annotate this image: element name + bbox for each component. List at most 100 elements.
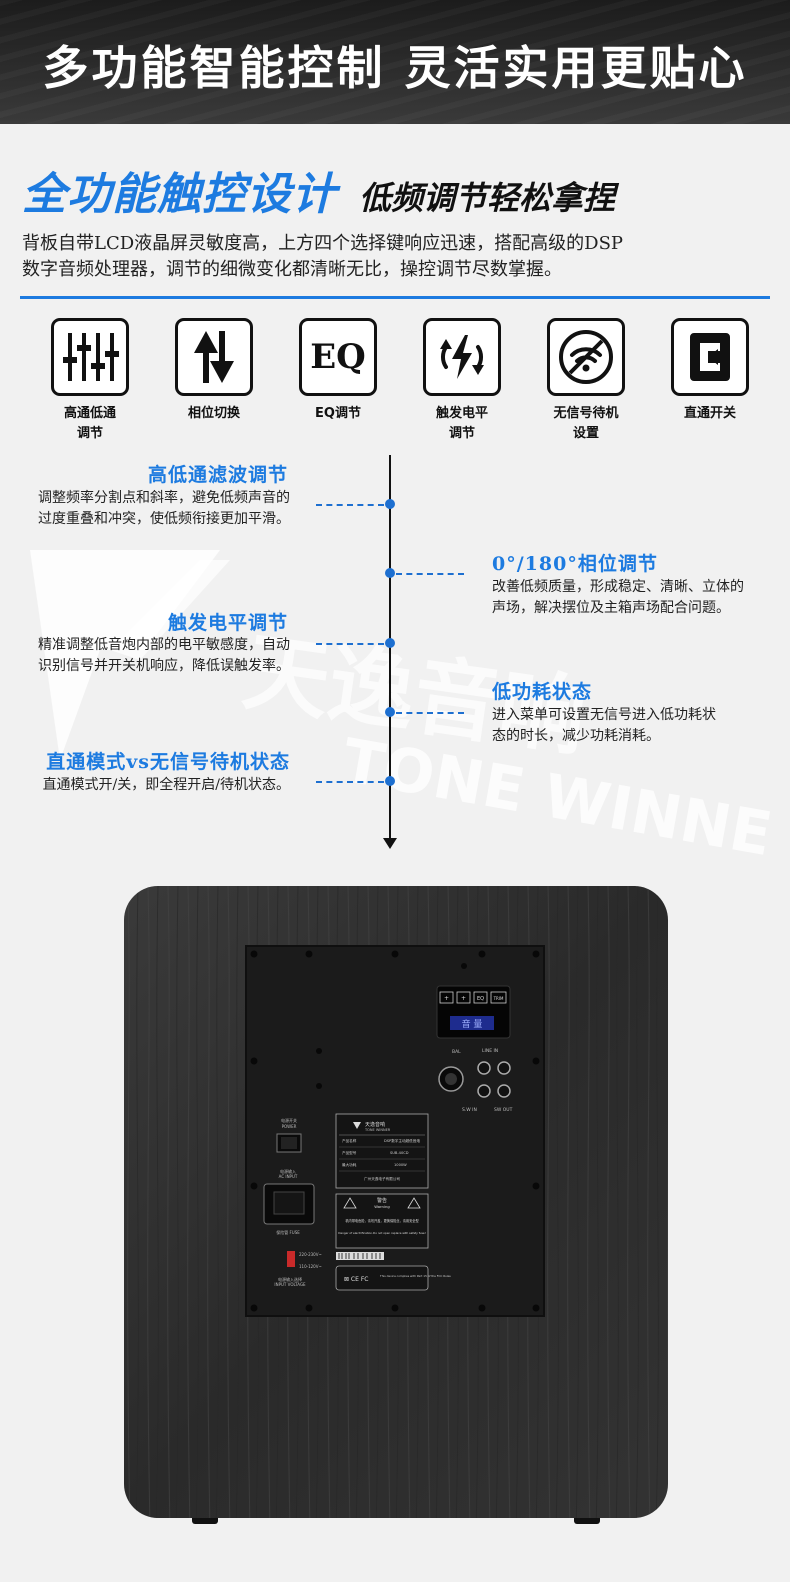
brand-logo-icon xyxy=(353,1122,361,1129)
spec-label xyxy=(335,1113,429,1189)
warning-cn: 机内带电危险，请勿开盖，更换保险丝，请用安全型 xyxy=(345,1218,419,1223)
feature-timeline: TONE WINNER 天逸音响 高低通滤波调节 调整频率分割点和斜率，避免低频… xyxy=(0,450,790,870)
icon-label: 触发电平调节 xyxy=(435,406,488,441)
icon-item-phase: 相位切换 xyxy=(169,318,259,424)
rca-jack xyxy=(477,1061,491,1075)
panel-button-label: TRIM xyxy=(493,996,504,1001)
panel-button xyxy=(473,991,488,1004)
spec-value: SUB-40CD xyxy=(390,1151,409,1155)
barcode xyxy=(336,1252,384,1260)
panel-button xyxy=(456,991,471,1004)
lcd-text: 音 量 xyxy=(462,1018,483,1030)
panel-button-label: + xyxy=(444,995,449,1002)
icon-item-standby: 无信号待机设置 xyxy=(541,318,631,444)
icon-item-trigger: 触发电平调节 xyxy=(417,318,507,444)
timeline-arrow-icon xyxy=(383,838,397,849)
feature-title: 触发电平调节 xyxy=(167,612,288,634)
warning-en2: Danger of electrification.Do not open re… xyxy=(338,1231,426,1235)
timeline-dot xyxy=(385,499,395,509)
lcd-screen xyxy=(450,1016,494,1030)
feature-icon-row: 高通低通调节 相位切换 EQ EQ调节 xyxy=(45,318,757,448)
description-line-2: 数字音频处理器，调节的细微变化都清晰无比，操控调节尽数掌握。 xyxy=(22,259,562,280)
no-signal-standby-icon xyxy=(547,318,625,396)
sw-in-label: S.W IN xyxy=(462,1107,477,1113)
feature-text: 调整频率分割点和斜率，避免低频声音的过度重叠和冲突，使低频衔接更加平滑。 xyxy=(38,490,290,527)
label-company: 广州天逸电子有限公司 xyxy=(364,1176,400,1181)
timeline-connector xyxy=(316,504,384,506)
icon-label: 无信号待机设置 xyxy=(553,406,619,441)
voltage-selector xyxy=(287,1251,295,1267)
phase-arrows-icon xyxy=(175,318,253,396)
voltage-110: 110-120V~ xyxy=(299,1264,322,1269)
ac-label: 电源输入 xyxy=(280,1168,296,1174)
line-in-label: LINE IN xyxy=(482,1048,498,1054)
headline-blue: 全功能触控设计 xyxy=(22,169,337,220)
divider xyxy=(20,296,770,299)
label-brand-en: TONE WINNER xyxy=(364,1128,391,1132)
spec-key: 产品名称 xyxy=(342,1138,357,1143)
icon-label: 相位切换 xyxy=(187,406,240,421)
feature-title: 直通模式vs无信号待机状态 xyxy=(46,751,290,773)
fcc-text: This device complies with Part 15 of the… xyxy=(379,1274,451,1278)
warning-icon xyxy=(343,1197,357,1209)
timeline-connector xyxy=(396,712,464,714)
headline-black: 低频调节轻松拿捏 xyxy=(359,179,616,217)
timeline-connector xyxy=(396,573,464,575)
description-line-1: 背板自带LCD液晶屏灵敏度高，上方四个选择键响应迅速，搭配高级的DSP xyxy=(22,233,624,254)
timeline-connector xyxy=(316,643,384,645)
icon-label: EQ调节 xyxy=(315,406,361,421)
icon-item-direct: 直通开关 xyxy=(665,318,755,424)
fuse-label: 保险管 FUSE xyxy=(276,1229,300,1235)
label-brand: 天逸音响 xyxy=(365,1121,385,1128)
timeline-dot xyxy=(385,638,395,648)
section-headline: 全功能触控设计低频调节轻松拿捏 xyxy=(22,158,616,220)
subwoofer-rear-photo: + + EQ TRIM 音 量 BAL LINE IN S.W IN SW OU… xyxy=(124,886,668,1524)
feature-title: 0°/180°相位调节 xyxy=(492,553,658,575)
icon-label: 直通开关 xyxy=(683,406,736,421)
timeline-connector xyxy=(316,781,384,783)
bal-label: BAL xyxy=(452,1049,461,1055)
rca-jack xyxy=(497,1061,511,1075)
timeline-dot xyxy=(385,707,395,717)
spec-value: 1000W xyxy=(394,1163,407,1167)
control-display xyxy=(436,985,511,1039)
feature-title: 低功耗状态 xyxy=(492,681,593,703)
timeline-dot xyxy=(385,568,395,578)
warning-label xyxy=(335,1193,429,1249)
feature-text: 精准调整低音炮内部的电平敏感度，自动识别信号并开关机响应，降低误触发率。 xyxy=(38,637,290,674)
icon-label: 高通低通调节 xyxy=(63,406,116,441)
panel-button-label: + xyxy=(461,995,466,1002)
spec-value: DSP数字主动超低音炮 xyxy=(384,1138,420,1143)
timeline-dot xyxy=(385,776,395,786)
direct-switch-icon xyxy=(671,318,749,396)
voltage-label-en: INPUT VOLTAGE xyxy=(274,1282,306,1287)
panel-button xyxy=(490,991,507,1004)
panel-button-label: EQ xyxy=(477,996,484,1002)
warning-en: Warning xyxy=(374,1204,390,1209)
icon-item-sliders: 高通低通调节 xyxy=(45,318,135,444)
sw-out-label: SW OUT xyxy=(494,1107,513,1113)
spec-key: 产品型号 xyxy=(342,1150,357,1155)
top-banner: 多功能智能控制 灵活实用更贴心 xyxy=(0,0,790,124)
eq-icon: EQ xyxy=(299,318,377,396)
watermark-latin: TONE WINNER xyxy=(337,726,770,870)
trigger-level-icon xyxy=(423,318,501,396)
power-label: 电源开关 xyxy=(281,1117,297,1123)
ce-fcc-marks: ⊠ CE FC xyxy=(344,1276,368,1283)
icon-item-eq: EQ EQ调节 xyxy=(293,318,383,424)
voltage-220: 220-230V~ xyxy=(299,1252,322,1257)
feature-text: 直通模式开/关，即全程开启/待机状态。 xyxy=(42,777,290,793)
spec-key: 最大功耗 xyxy=(342,1162,357,1167)
panel-button xyxy=(439,991,454,1004)
section-description: 背板自带LCD液晶屏灵敏度高，上方四个选择键响应迅速，搭配高级的DSP 数字音频… xyxy=(22,231,762,283)
voltage-label: 电源输入选择 xyxy=(278,1276,302,1282)
warning-icon xyxy=(407,1197,421,1209)
rca-jack xyxy=(497,1084,511,1098)
warning-title: 警告 xyxy=(377,1197,387,1204)
power-label-en: POWER xyxy=(282,1124,297,1129)
feature-title: 高低通滤波调节 xyxy=(147,464,288,486)
feature-text: 进入菜单可设置无信号进入低功耗状态的时长，减少功耗消耗。 xyxy=(492,707,716,744)
rca-jack xyxy=(477,1084,491,1098)
sliders-icon xyxy=(51,318,129,396)
feature-text: 改善低频质量，形成稳定、清晰、立体的声场，解决摆位及主箱声场配合问题。 xyxy=(492,579,744,616)
